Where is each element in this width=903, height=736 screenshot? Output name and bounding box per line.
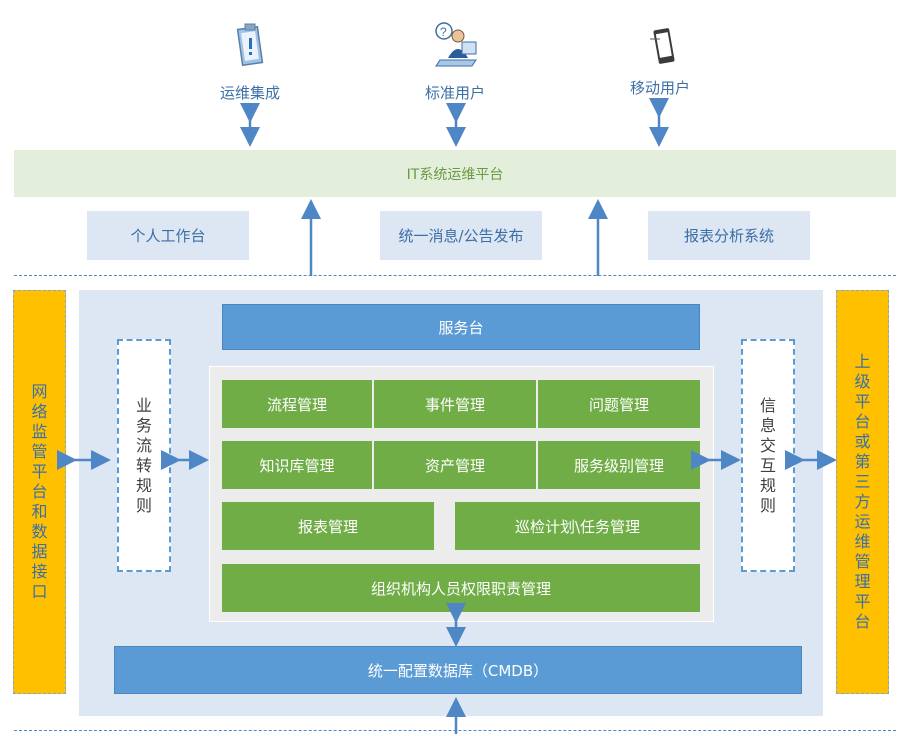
top-divider [14,275,896,276]
module-problem-management: 问题管理 [538,380,700,428]
cmdb-bar: 统一配置数据库（CMDB） [114,646,802,694]
module-process-management: 流程管理 [222,380,372,428]
report-analysis-box: 报表分析系统 [648,211,810,260]
user-label-ops-integration: 运维集成 [219,83,280,102]
svg-text:?: ? [440,25,447,39]
network-monitoring-label: 网络监管平台和数据接口 [31,382,48,601]
service-desk-bar: 服务台 [222,304,700,350]
unified-message-box: 统一消息/公告发布 [380,211,542,260]
user-label-standard-user: 标准用户 [424,83,485,102]
it-ops-platform-bar: IT系统运维平台 [14,150,896,197]
network-monitoring-interface: 网络监管平台和数据接口 [13,290,66,694]
module-service-level: 服务级别管理 [538,441,700,489]
mobile-device-icon [648,25,678,69]
upper-platform-interface: 上级平台或第三方运维管理平台 [836,290,889,694]
module-knowledge-base: 知识库管理 [222,441,372,489]
user-label-mobile-user: 移动用户 [629,78,690,97]
module-incident-management: 事件管理 [374,380,536,428]
module-org-permission: 组织机构人员权限职责管理 [222,564,700,612]
user-at-computer-icon: ? [432,22,480,68]
personal-workbench-box: 个人工作台 [87,211,249,260]
business-flow-rules-label: 业务流转规则 [135,395,152,515]
upper-platform-label: 上级平台或第三方运维管理平台 [854,352,871,631]
module-inspection-task: 巡检计划\任务管理 [455,502,700,550]
module-report-management: 报表管理 [222,502,434,550]
module-asset-management: 资产管理 [374,441,536,489]
info-exchange-rules-label: 信息交互规则 [759,395,776,515]
clipboard-alert-icon [234,22,266,70]
